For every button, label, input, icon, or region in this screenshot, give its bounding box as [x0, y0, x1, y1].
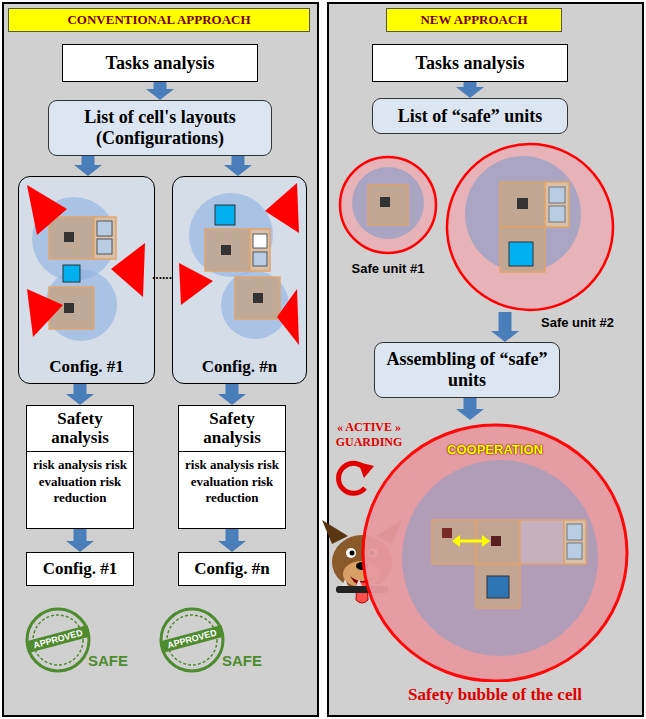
arrow-head [74, 165, 102, 176]
arrow-shaft [82, 156, 95, 166]
block-arrow [218, 384, 246, 405]
process-box: Assembling of “safe” units [374, 342, 560, 398]
section-header: CONVENTIONAL APPROACH [8, 8, 310, 32]
arrow-shaft [499, 312, 512, 332]
arrow-head [218, 541, 246, 552]
arrow-head [66, 394, 94, 405]
arrow-shaft [154, 82, 167, 90]
node-title: List of cell's layouts (Configurations) [49, 105, 271, 150]
safe-unit-circle [338, 155, 438, 255]
node-body: risk analysis risk evaluation risk reduc… [27, 452, 133, 511]
node-title: CONVENTIONAL APPROACH [67, 12, 250, 28]
node-title: Config. #n [194, 559, 270, 579]
node-title: Config. #n [202, 357, 278, 377]
node-title: Safety analysis [179, 406, 285, 452]
node-title: Safety analysis [27, 406, 133, 452]
arrow-head [456, 87, 484, 98]
right-panel [328, 3, 643, 716]
process-box: Tasks analysis [62, 44, 258, 82]
safe-unit-circle [445, 142, 615, 312]
node-title: Tasks analysis [102, 53, 219, 74]
arrow-shaft [226, 529, 239, 542]
safe-unit-circle: Safe unit #2 [445, 142, 615, 312]
node-title: Config. #1 [49, 357, 124, 377]
block-arrow [224, 156, 252, 176]
list-box: List of “safe” units [372, 98, 568, 134]
left-panel [3, 3, 318, 716]
safety-bubble [360, 420, 630, 682]
safe-label: SAFE [86, 652, 130, 669]
node-title: Tasks analysis [412, 53, 529, 74]
result-box: Config. #1 [26, 552, 134, 586]
block-arrow [66, 529, 94, 552]
block-arrow [456, 398, 484, 420]
circular-arrow-icon [339, 462, 374, 493]
arrow-shaft [74, 529, 87, 542]
node-title: List of “safe” units [392, 104, 549, 129]
arrow-shaft [74, 384, 87, 395]
arrow-head [218, 394, 246, 405]
cell-layout-illustration [19, 177, 153, 353]
configuration-box: Config. #n [172, 176, 307, 384]
safety-bubble: COOPERATION Safety bubble of the cell [360, 420, 630, 705]
node-title: NEW APPROACH [420, 12, 527, 28]
process-box: Tasks analysis [372, 44, 568, 82]
block-arrow [218, 529, 246, 552]
configuration-box: Config. #1 [18, 176, 155, 384]
safe-label: SAFE [220, 652, 264, 669]
node-body: risk analysis risk evaluation risk reduc… [179, 452, 285, 511]
block-arrow [66, 384, 94, 405]
node-title: Assembling of “safe” units [375, 347, 559, 392]
ellipsis: ...... [152, 268, 172, 282]
result-box: Config. #n [178, 552, 286, 586]
arrow-shaft [464, 398, 477, 410]
section-header: NEW APPROACH [386, 8, 562, 32]
arrow-head [146, 89, 174, 100]
analysis-box: Safety analysisrisk analysis risk evalua… [26, 405, 134, 529]
arrow-shaft [226, 384, 239, 395]
arrow-head [456, 409, 484, 420]
safe-unit-circle: Safe unit #1 [338, 155, 438, 255]
node-title: Config. #1 [43, 559, 118, 579]
node-title: Safe unit #1 [352, 261, 425, 276]
arrow-head [491, 331, 519, 342]
analysis-box: Safety analysisrisk analysis risk evalua… [178, 405, 286, 529]
node-title: COOPERATION [447, 442, 543, 457]
cell-layout-illustration [173, 177, 305, 353]
block-arrow [74, 156, 102, 176]
block-arrow [491, 312, 519, 342]
node-title: Safe unit #2 [541, 315, 614, 330]
arrow-head [224, 165, 252, 176]
list-box: List of cell's layouts (Configurations) [48, 100, 272, 156]
arrow-head [66, 541, 94, 552]
node-body: Safety bubble of the cell [408, 685, 582, 705]
guarding-label: « ACTIVE » GUARDING [332, 420, 406, 450]
arrow-shaft [232, 156, 245, 166]
block-arrow [146, 82, 174, 100]
block-arrow [456, 82, 484, 98]
